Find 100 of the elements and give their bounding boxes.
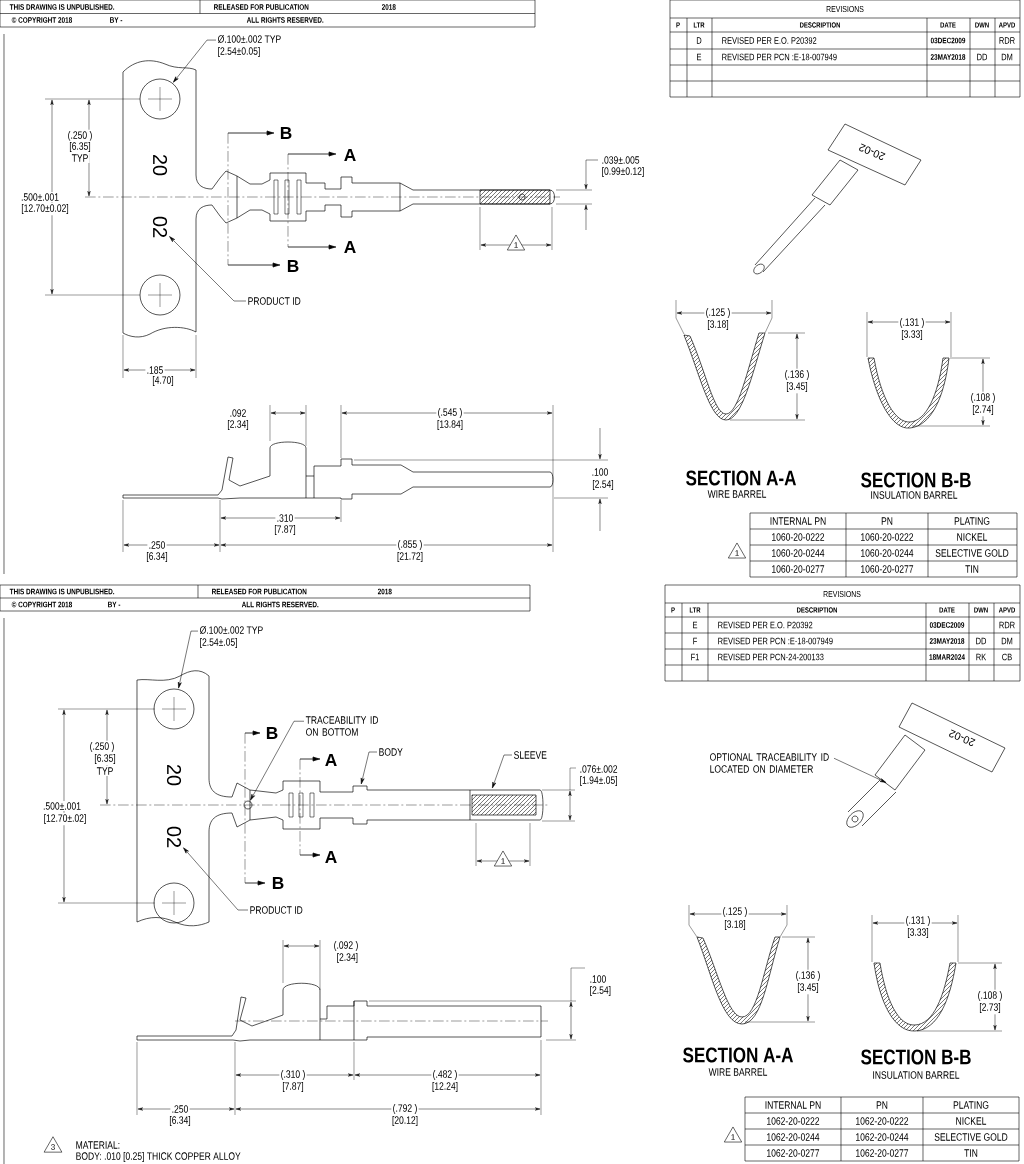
leader-line (360, 751, 378, 785)
dimension-text: .092 (228, 407, 248, 419)
leader-line (169, 236, 247, 302)
revision-flag: 1 (507, 234, 525, 251)
table-text: 1062-20-0244 (854, 1131, 910, 1143)
table-text: 1060-20-0277 (859, 563, 915, 575)
product-id-marking: 20 (166, 764, 182, 786)
table-text: F1 (689, 652, 701, 662)
table-title: REVISIONS (821, 589, 863, 599)
table-text: RDR (997, 620, 1017, 630)
title-block-text: 2018 (380, 2, 398, 12)
section-letter: A (323, 849, 339, 865)
dimension-text: .185 (145, 364, 165, 376)
table-text: E (691, 620, 699, 630)
dimension-text: [3.18] (723, 918, 747, 932)
table-text: RK (974, 652, 988, 662)
dimension-text: (.545 ) (436, 406, 464, 420)
title-block-text: RELEASED FOR PUBLICATION (212, 2, 311, 12)
title-block-text: 2018 (376, 587, 394, 596)
product-id-marking: 20-02 (949, 729, 976, 746)
dimension-text: [2.54] (591, 478, 615, 492)
dimension-text: (.131 ) (898, 316, 926, 330)
section-letter: B (270, 875, 286, 891)
dimension-text: [0.99±0.12] (600, 165, 646, 179)
table-text: NICKEL (955, 531, 989, 543)
table-text: DD (974, 636, 988, 646)
dimension-text: [12.70±.02] (42, 812, 88, 826)
section-letter: B (278, 125, 294, 141)
table-text: 03DEC2009 (928, 620, 966, 630)
table-text: F (691, 636, 699, 646)
callout-text: TRACEABILITY ID ON BOTTOM (305, 716, 379, 736)
leader-line (183, 847, 249, 911)
dimension-text: (.136 ) (783, 368, 811, 382)
section-title: SECTION A-A (681, 1046, 795, 1064)
dimension-text: (.855 ) (396, 538, 424, 552)
table-text: 1060-20-0244 (770, 547, 826, 559)
table-text: 1062-20-0277 (854, 1147, 910, 1159)
table-text: 1060-20-0222 (859, 531, 915, 543)
revision-flag: 1 (728, 542, 746, 559)
mounting-hole (139, 78, 181, 120)
product-id-marking: 20-02 (859, 143, 886, 160)
leader-line (250, 720, 305, 801)
callout-text: BODY (379, 748, 403, 756)
dimension-text: (.125 ) (704, 306, 732, 320)
leader-line (173, 39, 217, 83)
section-subtitle: INSULATION BARREL (869, 489, 959, 501)
section-title: SECTION A-A (684, 469, 798, 487)
callout-text: Ø.100±.002 TYP [2.54±.05] (199, 626, 263, 648)
note-text: BODY: .010 [0.25] THICK COPPER ALLOY (74, 1150, 243, 1164)
title-block-text: THIS DRAWING IS UNPUBLISHED. (8, 587, 116, 596)
title-block-text: ALL RIGHTS RESERVED. (240, 600, 321, 609)
table-text: TIN (963, 564, 981, 574)
table-text: INTERNAL PN (763, 1100, 823, 1110)
title-block-text: © COPYRIGHT 2018 (10, 15, 74, 25)
dimension-text: .250 (170, 1103, 190, 1115)
dimension-text: .500±.001 (41, 800, 83, 812)
section-title: SECTION B-B (859, 471, 973, 489)
title-block-text: RELEASED FOR PUBLICATION (210, 587, 309, 596)
table-text: REVISED PER E.O. P20392 (716, 620, 815, 630)
section-subtitle: WIRE BARREL (707, 1067, 769, 1077)
table-text: DM (999, 636, 1015, 646)
table-text: REVISED PER PCN :E-18-007949 (720, 52, 839, 62)
dimension-text: .100 (588, 973, 608, 985)
dimension-text: (.125 ) (721, 905, 749, 919)
dimension-text: TYP (70, 153, 90, 163)
dimension-text: [2.54] (588, 984, 613, 998)
dimension-text: (.108 ) (969, 391, 997, 405)
table-text: 1060-20-0244 (859, 547, 915, 559)
dimension-text: (.108 ) (976, 989, 1004, 1003)
table-text: REVISED PER E.O. P20392 (720, 35, 819, 46)
dimension-text: (.792 ) (391, 1102, 419, 1116)
leader-line (178, 630, 199, 689)
product-id-marking: 02 (152, 216, 168, 238)
table-text: 1060-20-0222 (770, 531, 826, 543)
table-text: 23MAY2018 (929, 52, 967, 62)
table-text: E (695, 52, 703, 62)
table-text: 1062-20-0277 (765, 1147, 821, 1159)
table-text: DM (999, 52, 1015, 62)
table-text: D (694, 35, 704, 46)
dimension-text: TYP (95, 766, 115, 776)
terminal-isometric-drawing (846, 702, 1006, 828)
dimension-text: .076±.002 (578, 763, 619, 775)
dimension-text: [6.34] (168, 1114, 192, 1128)
dimension-text: [2.34] (226, 418, 250, 432)
dimension-text: [7.87] (273, 523, 297, 537)
table-text: NICKEL (954, 1115, 988, 1127)
section-letter: B (285, 258, 301, 274)
table-text: 03DEC2009 (929, 36, 967, 45)
dimension-text: (.310 ) (279, 1068, 307, 1082)
table-text: DD (975, 52, 989, 62)
dimension-text: (.250 ) (88, 740, 116, 754)
dimension-text: .039±.005 (600, 154, 641, 166)
leader-line (492, 754, 513, 789)
mounting-hole (153, 688, 195, 730)
product-id-marking: 20 (152, 154, 168, 176)
revision-flag: 1 (494, 850, 512, 867)
section-letter: B (264, 725, 280, 741)
section-letter: A (342, 239, 358, 255)
section-subtitle: INSULATION BARREL (871, 1069, 961, 1081)
table-text: REVISED PER PCN :E-18-007949 (716, 636, 835, 646)
